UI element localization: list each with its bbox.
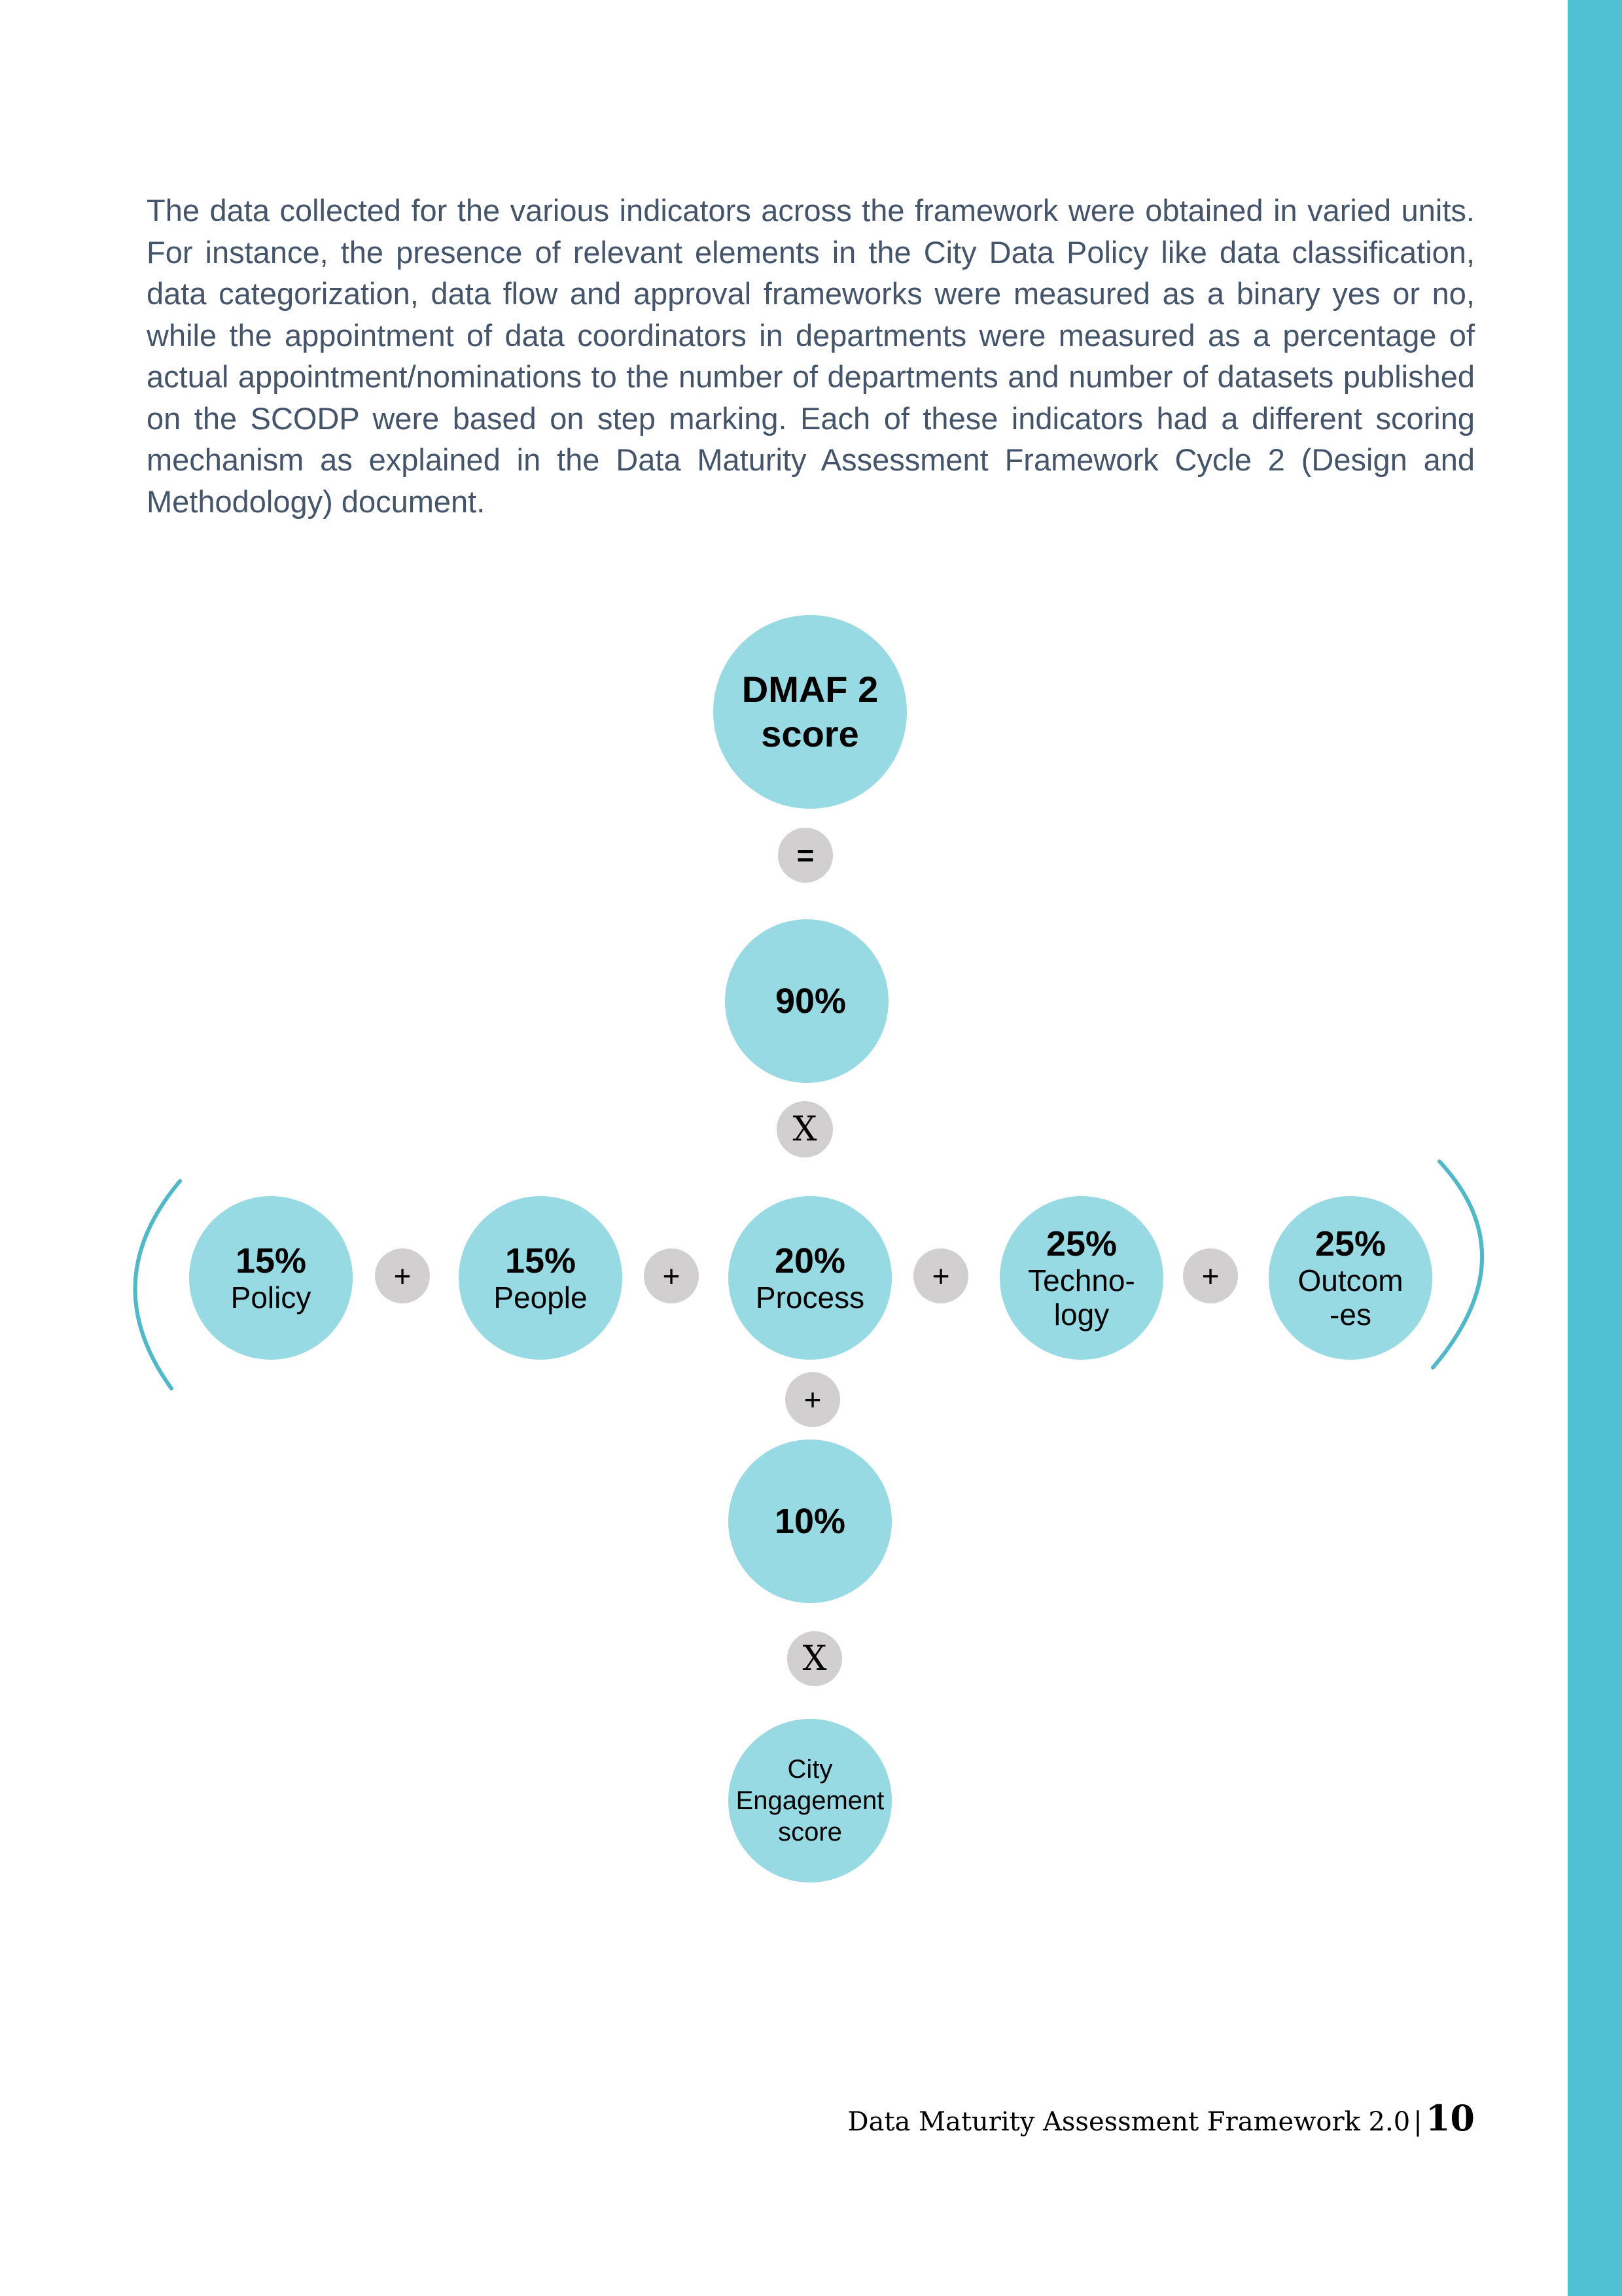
pillar-percent: 15% <box>504 1241 576 1280</box>
pillar-process: 20% Process <box>728 1196 892 1360</box>
ten-percent-circle: 10% <box>728 1439 892 1603</box>
accent-side-bar <box>1568 0 1622 2296</box>
city-engagement-circle: City Engagement score <box>728 1719 892 1882</box>
pillar-label-line2: -es <box>1330 1298 1371 1332</box>
footer-separator: | <box>1413 2107 1422 2137</box>
plus-operator: + <box>375 1248 430 1303</box>
dmaf-score-line2: score <box>761 713 859 754</box>
pillar-label-line2: logy <box>1053 1298 1110 1332</box>
pillar-policy: 15% Policy <box>189 1196 353 1360</box>
multiply-operator-1: X <box>777 1101 833 1157</box>
plus-operator: + <box>644 1248 699 1303</box>
pillar-technology: 25% Techno- logy <box>1000 1196 1163 1360</box>
pillar-label: Outcom <box>1297 1263 1403 1298</box>
page-footer: Data Maturity Assessment Framework 2.0 |… <box>848 2097 1475 2139</box>
ninety-percent-circle: 90% <box>725 919 889 1083</box>
plus-operator: + <box>1183 1248 1238 1303</box>
pillar-label: Policy <box>230 1280 311 1315</box>
dmaf-score-circle: DMAF 2 score <box>713 615 907 809</box>
pillar-label: Techno- <box>1028 1263 1135 1298</box>
multiply-operator-2: X <box>787 1631 842 1686</box>
equals-operator: = <box>778 828 833 883</box>
pillar-people: 15% People <box>459 1196 622 1360</box>
pillar-label: People <box>493 1280 588 1315</box>
ninety-percent-value: 90% <box>775 981 847 1021</box>
ten-percent-value: 10% <box>774 1502 846 1541</box>
pillar-percent: 25% <box>1314 1224 1386 1263</box>
pillar-percent: 15% <box>235 1241 307 1280</box>
dmaf-score-line1: DMAF 2 <box>741 669 879 710</box>
right-parenthesis <box>1431 1159 1484 1369</box>
plus-operator: + <box>785 1372 840 1427</box>
pillar-percent: 20% <box>774 1241 846 1280</box>
plus-operator: + <box>913 1248 968 1303</box>
page-number: 10 <box>1425 2097 1475 2139</box>
engagement-line3: score <box>778 1818 842 1846</box>
pillar-label: Process <box>755 1280 865 1315</box>
engagement-line1: City <box>787 1755 833 1784</box>
intro-paragraph: The data collected for the various indic… <box>147 193 1475 519</box>
left-parenthesis <box>133 1179 182 1390</box>
pillar-outcomes: 25% Outcom -es <box>1269 1196 1432 1360</box>
pillar-percent: 25% <box>1046 1224 1118 1263</box>
engagement-line2: Engagement <box>735 1786 885 1815</box>
footer-title: Data Maturity Assessment Framework 2.0 <box>847 2107 1411 2137</box>
